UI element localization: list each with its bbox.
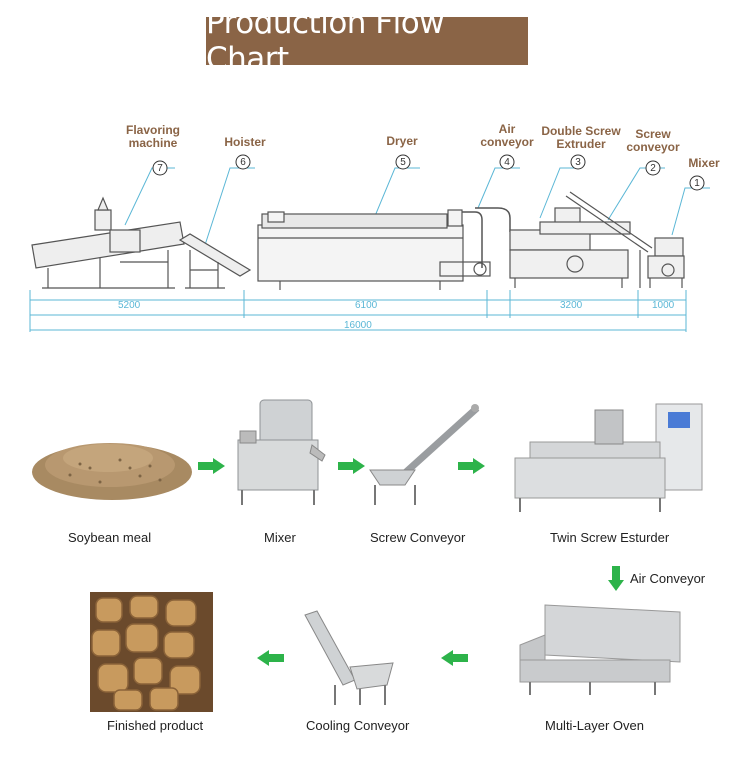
number-1: 1 [690, 177, 704, 190]
number-3: 3 [571, 156, 585, 169]
step-label-multi-layer-oven: Multi-Layer Oven [545, 718, 644, 733]
dryer-drawing [258, 210, 490, 290]
flavoring-machine-drawing [32, 198, 184, 288]
step-label-cooling-conveyor: Cooling Conveyor [306, 718, 409, 733]
flow-arrow-2 [338, 458, 366, 474]
step-label-screw-conveyor: Screw Conveyor [370, 530, 465, 545]
screw-conveyor-image [365, 400, 485, 510]
dimension-total: 16000 [344, 320, 372, 331]
multi-layer-oven-image [515, 600, 690, 700]
label-screw-conveyor: Screw conveyor [620, 128, 686, 154]
dimension-1000: 1000 [652, 300, 674, 311]
hoister-drawing [180, 234, 250, 288]
twin-screw-extruder-image [510, 400, 710, 518]
label-mixer: Mixer [680, 157, 728, 170]
number-4: 4 [500, 156, 514, 169]
flow-arrow-4 [441, 650, 469, 666]
page-title: Production Flow Chart [206, 17, 528, 65]
step-label-air-conveyor: Air Conveyor [630, 571, 705, 586]
label-hoister: Hoister [214, 136, 276, 149]
dimension-3200: 3200 [560, 300, 582, 311]
label-flavoring-machine: Flavoring machine [112, 124, 194, 150]
label-double-screw-extruder: Double Screw Extruder [533, 125, 629, 151]
dimension-5200: 5200 [118, 300, 140, 311]
label-dryer: Dryer [375, 135, 429, 148]
step-label-mixer: Mixer [264, 530, 296, 545]
mixer-image [230, 395, 330, 510]
number-5: 5 [396, 156, 410, 169]
mixer-drawing [648, 238, 684, 288]
air-conveyor-drawing [462, 208, 510, 268]
number-7: 7 [153, 162, 167, 175]
soybean-meal-image [30, 420, 195, 505]
flow-arrow-down [608, 566, 624, 592]
cooling-conveyor-image [295, 605, 405, 710]
step-label-twin-screw-extruder: Twin Screw Esturder [550, 530, 669, 545]
number-2: 2 [646, 162, 660, 175]
flow-arrow-5 [257, 650, 285, 666]
flow-arrow-3 [458, 458, 486, 474]
finished-product-image [90, 592, 213, 712]
label-air-conveyor: Air conveyor [474, 123, 540, 149]
step-label-finished-product: Finished product [107, 718, 203, 733]
step-label-soybean-meal: Soybean meal [68, 530, 151, 545]
flow-arrow-1 [198, 458, 226, 474]
number-6: 6 [236, 156, 250, 169]
dimension-6100: 6100 [355, 300, 377, 311]
